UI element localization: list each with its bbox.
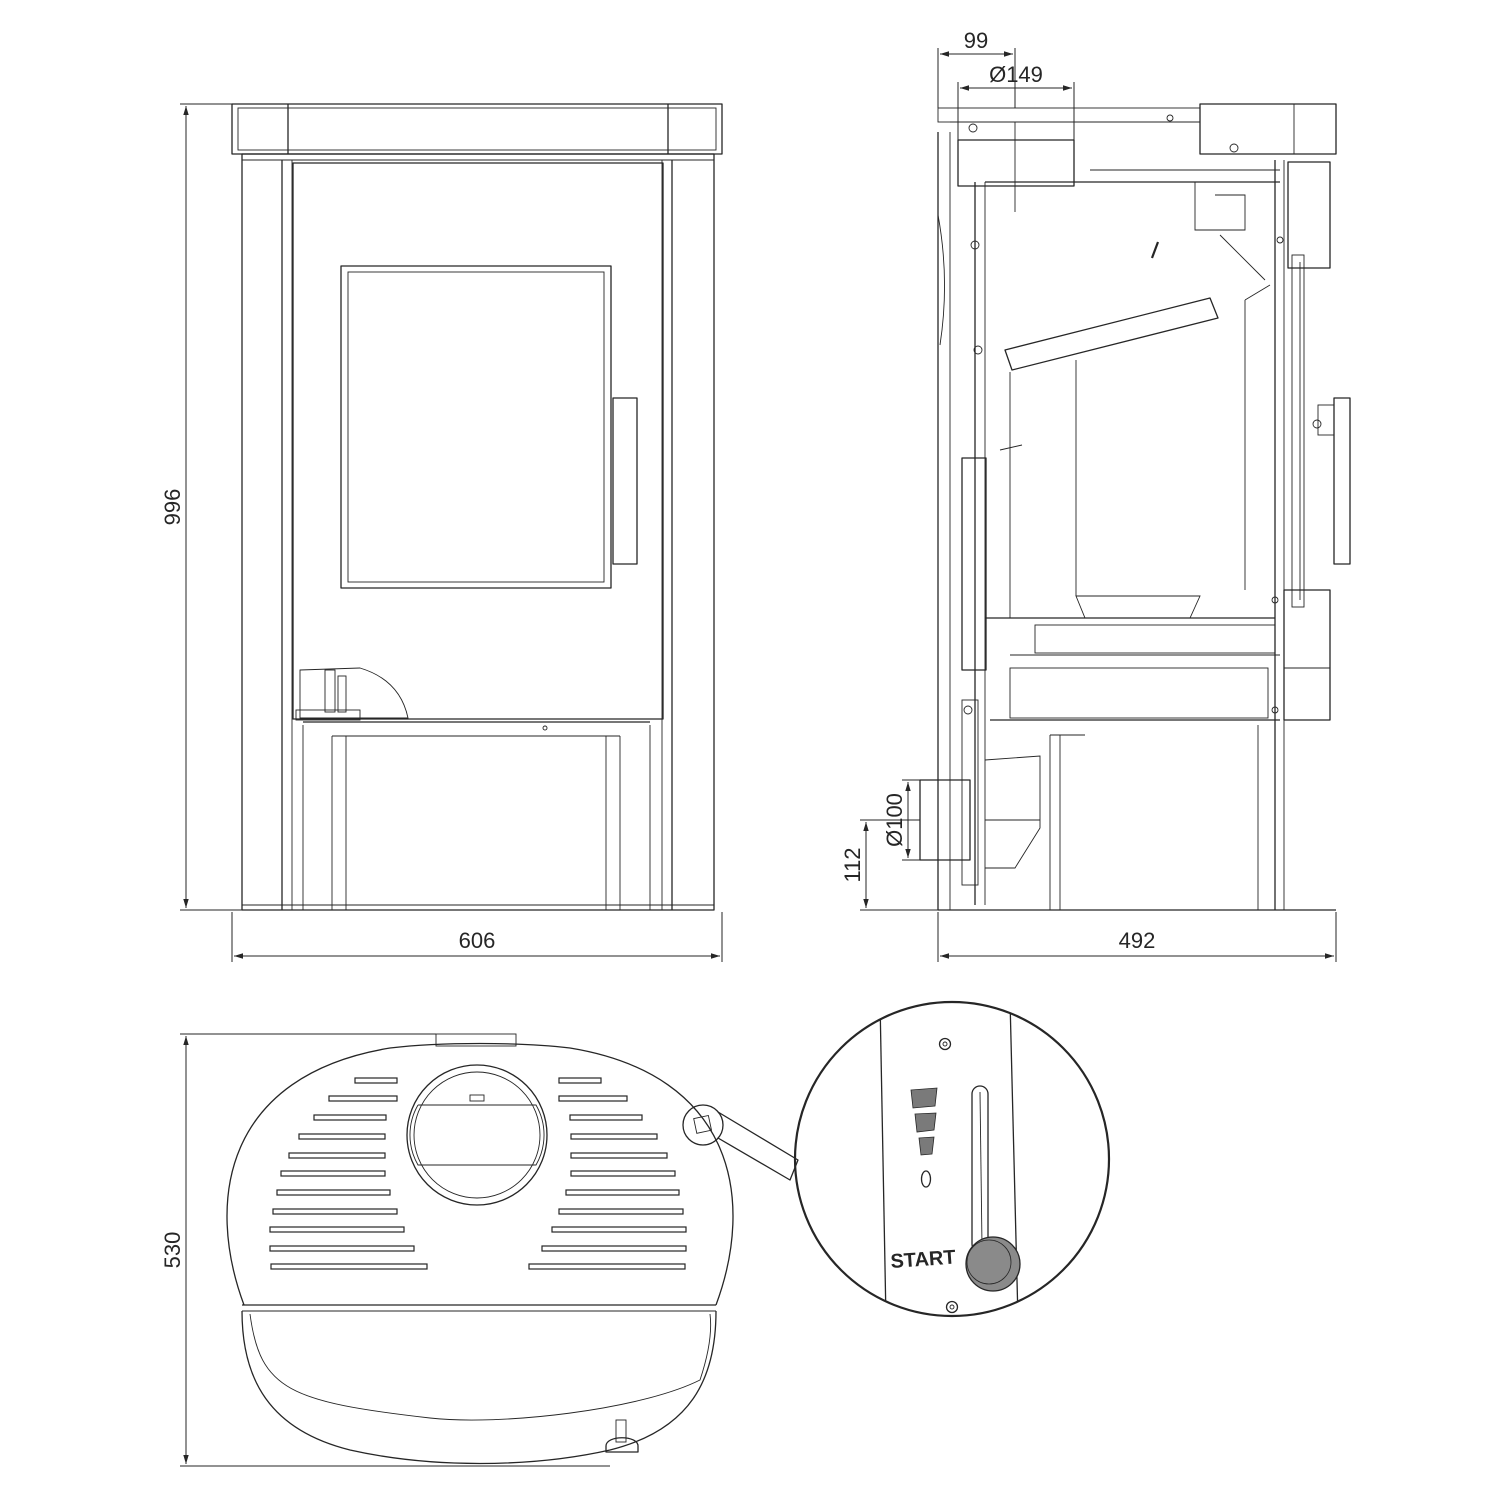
side-view bbox=[919, 103, 1351, 911]
start-label: START bbox=[890, 1246, 957, 1272]
air-inlet-height-label: 112 bbox=[840, 847, 865, 882]
front-height-label: 996 bbox=[160, 489, 185, 526]
top-view bbox=[226, 1033, 799, 1465]
indicator-zero-icon bbox=[920, 1170, 932, 1188]
front-width-dimension: 606 bbox=[231, 912, 723, 962]
top-flue-diameter-dimension: Ø149 bbox=[957, 62, 1075, 140]
top-view-depth-label: 530 bbox=[160, 1232, 185, 1269]
outlet-offset-label: 99 bbox=[964, 28, 988, 53]
control-detail-view: START bbox=[793, 1000, 1111, 1318]
right-vent-slots bbox=[528, 1077, 687, 1270]
top-screw-icon bbox=[938, 1037, 952, 1051]
top-flue-diameter-label: Ø149 bbox=[989, 62, 1043, 87]
indicator-low-icon bbox=[918, 1136, 935, 1156]
outlet-offset-dimension: 99 bbox=[937, 28, 1016, 108]
side-depth-label: 492 bbox=[1119, 928, 1156, 953]
bottom-screw-icon bbox=[945, 1300, 959, 1314]
front-view bbox=[231, 103, 723, 911]
front-width-label: 606 bbox=[459, 928, 496, 953]
top-view-depth-dimension: 530 bbox=[160, 1033, 610, 1467]
side-depth-dimension: 492 bbox=[937, 912, 1337, 962]
left-vent-slots bbox=[269, 1077, 428, 1270]
indicator-high-icon bbox=[910, 1087, 938, 1109]
indicator-medium-icon bbox=[914, 1112, 937, 1133]
air-inlet-height-dimension: 112 bbox=[840, 819, 938, 911]
front-height-dimension: 996 bbox=[160, 103, 242, 911]
